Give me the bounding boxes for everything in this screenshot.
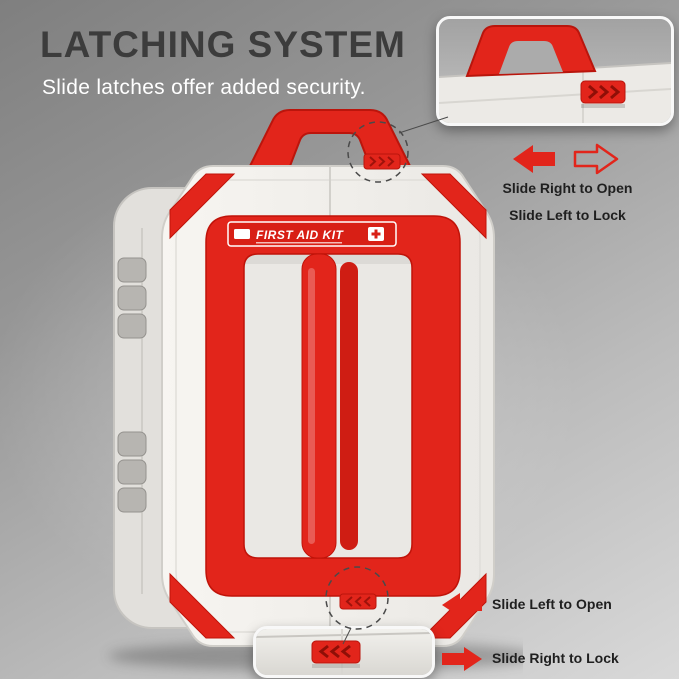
bottom-slide-latch	[339, 593, 377, 610]
first-aid-cross-badge-icon	[368, 227, 384, 241]
top-slide-latch	[363, 153, 401, 170]
slide-open-left-arrow-icon	[442, 593, 482, 617]
red-frame-ring	[205, 215, 461, 597]
bottom-open-instruction: Slide Left to Open	[492, 596, 612, 612]
top-callout-arrows	[513, 143, 619, 175]
brand-logo-mark	[234, 229, 250, 239]
bottom-lock-arrow	[442, 647, 482, 671]
latch-chevrons-icon	[588, 84, 621, 100]
grip-bar-main	[301, 253, 337, 559]
latch-chevrons-icon	[318, 644, 351, 659]
grip-bar-highlight	[308, 268, 315, 544]
handle-opening	[499, 41, 563, 74]
slide-open-left-arrow-icon	[513, 145, 555, 173]
slide-lock-right-arrow-icon	[573, 143, 619, 175]
first-aid-kit-label: FIRST AID KIT	[227, 221, 397, 247]
first-aid-kit-label-text: FIRST AID KIT	[256, 228, 345, 242]
bottom-open-arrow	[442, 593, 482, 617]
bottom-latch-inset-art	[256, 629, 432, 675]
slide-lock-right-arrow-icon	[442, 647, 482, 671]
top-latch-inset	[436, 16, 674, 126]
page-subtitle: Slide latches offer added security.	[42, 76, 366, 99]
top-lock-instruction: Slide Left to Lock	[509, 207, 626, 223]
top-latch-closeup	[580, 80, 626, 108]
hinge-bottom	[117, 431, 147, 513]
grip-bar-secondary	[340, 262, 358, 550]
top-open-instruction: Slide Right to Open	[502, 180, 633, 196]
page-title: LATCHING SYSTEM	[40, 24, 406, 65]
label-subtext-bar	[256, 242, 342, 244]
hinge-top	[117, 257, 147, 339]
top-latch-inset-art	[439, 19, 671, 123]
bottom-lock-instruction: Slide Right to Lock	[492, 650, 619, 666]
bottom-latch-closeup	[311, 640, 361, 668]
case-top-surface	[439, 63, 671, 123]
bottom-latch-inset	[253, 626, 435, 678]
